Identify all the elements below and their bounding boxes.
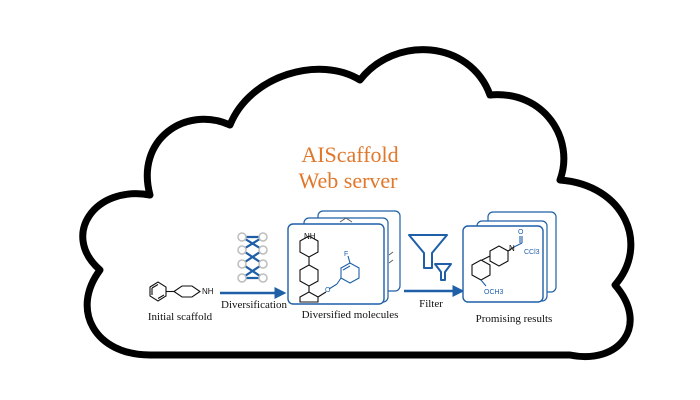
result-n: N bbox=[509, 244, 515, 253]
label-initial-scaffold: Initial scaffold bbox=[148, 311, 213, 323]
funnel-small bbox=[434, 263, 452, 281]
diversified-molecules-stack bbox=[287, 210, 401, 305]
label-promising-results: Promising results bbox=[476, 313, 553, 325]
result-och3: OCH3 bbox=[484, 289, 504, 296]
initial-scaffold-nh: NH bbox=[202, 287, 214, 296]
neural-network-icon bbox=[237, 232, 268, 283]
funnel-icon bbox=[408, 234, 452, 281]
title-line-1: AIScaffold bbox=[301, 142, 398, 167]
diversified-nh: NH bbox=[304, 232, 316, 241]
diversified-f: F bbox=[344, 251, 348, 258]
label-filter: Filter bbox=[419, 298, 443, 310]
initial-scaffold-molecule bbox=[149, 281, 201, 302]
label-diversification: Diversification bbox=[221, 299, 287, 311]
funnel-large bbox=[408, 234, 448, 269]
molecule-card-front bbox=[287, 223, 385, 305]
title-line-2: Web server bbox=[298, 168, 398, 193]
promising-results-stack bbox=[462, 211, 557, 303]
diversified-o: O bbox=[325, 287, 331, 294]
result-o-carbonyl: O bbox=[518, 229, 524, 236]
label-diversified-molecules: Diversified molecules bbox=[302, 309, 399, 321]
result-ccl3: CCl3 bbox=[524, 249, 540, 256]
